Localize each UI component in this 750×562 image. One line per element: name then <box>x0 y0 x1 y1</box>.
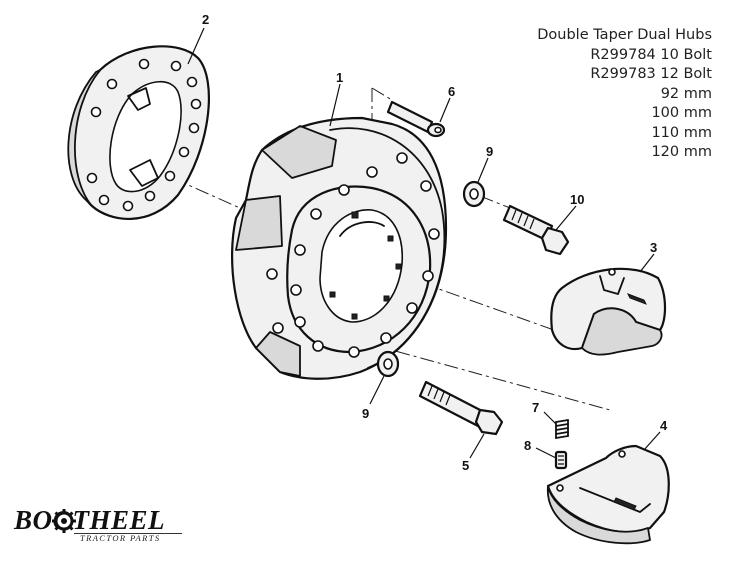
part-6-pin <box>386 100 446 138</box>
part-1-hub <box>230 116 448 380</box>
part-5-bolt <box>418 380 504 436</box>
callout-7: 7 <box>532 400 539 415</box>
logo-rule <box>74 533 182 534</box>
leader-2 <box>187 27 205 65</box>
callout-5: 5 <box>462 458 469 473</box>
bolt-circle-holes <box>266 152 440 358</box>
part-8-roll-pin <box>554 450 568 470</box>
part-7-spring <box>555 419 569 439</box>
spec-size-120: 120 mm <box>651 144 712 160</box>
callout-numbers: 2 1 6 9 10 3 9 5 7 8 4 <box>202 12 668 473</box>
part-2-taper-ring <box>67 45 210 220</box>
leader-1 <box>329 83 341 127</box>
leader-10 <box>555 205 577 231</box>
spec-part-12-bolt: R299783 12 Bolt <box>590 66 712 82</box>
part-4-lower-split-taper <box>546 444 670 545</box>
callout-4: 4 <box>660 418 668 433</box>
part-9-washer-upper <box>462 180 486 208</box>
logo-wordmark: BOOTHEEL <box>14 505 166 535</box>
gear-icon <box>52 509 76 533</box>
spec-part-10-bolt: R299784 10 Bolt <box>590 46 712 63</box>
spec-size-110: 110 mm <box>651 124 712 141</box>
bootheel-logo: BOOTHEEL TRACTOR PARTS <box>14 506 184 550</box>
part-3-upper-split-taper <box>550 267 667 356</box>
leader-8 <box>535 447 557 459</box>
spec-text-block: Double Taper Dual Hubs R299784 10 Bolt R… <box>537 26 712 163</box>
callout-9-upper: 9 <box>486 144 493 159</box>
leader-6 <box>439 97 451 123</box>
leader-lines <box>187 27 661 459</box>
leader-3 <box>639 253 655 273</box>
callout-2: 2 <box>202 12 209 27</box>
centerline-pin-top <box>371 87 393 101</box>
leader-9-lower <box>369 375 385 405</box>
part-10-bolt <box>502 204 570 256</box>
callout-8: 8 <box>524 438 531 453</box>
callout-9-lower: 9 <box>362 406 369 421</box>
callout-6: 6 <box>448 84 455 99</box>
leader-4 <box>643 431 661 451</box>
spec-size-100: 100 mm <box>651 105 712 121</box>
callout-1: 1 <box>336 70 343 85</box>
keyway-marks <box>329 211 402 320</box>
callout-3: 3 <box>650 240 657 255</box>
spec-title: Double Taper Dual Hubs <box>537 27 712 43</box>
leader-7 <box>543 411 557 425</box>
callout-10: 10 <box>570 192 584 207</box>
part-9-washer-lower <box>376 350 400 378</box>
logo-subtitle: TRACTOR PARTS <box>80 533 161 543</box>
leader-9-upper <box>477 157 489 183</box>
spec-size-92: 92 mm <box>660 85 712 102</box>
leader-5 <box>469 433 485 459</box>
